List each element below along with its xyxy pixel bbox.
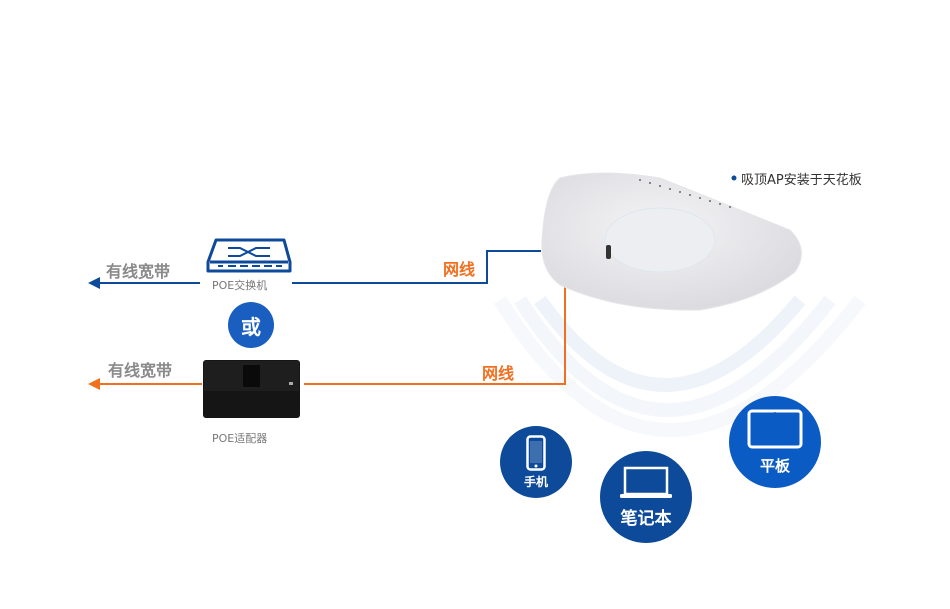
arrow-left-icon xyxy=(88,277,100,289)
or-label: 或 xyxy=(241,314,261,339)
device-tablet: 平板 xyxy=(729,396,821,488)
device-laptop: 笔记本 xyxy=(600,451,692,543)
device-label: 笔记本 xyxy=(620,508,672,529)
device-label: 手机 xyxy=(523,474,548,489)
device-label: 平板 xyxy=(759,456,790,475)
cable-label: 网线 xyxy=(443,260,476,279)
laptop-icon xyxy=(620,466,672,498)
wifi-waves xyxy=(494,295,866,437)
device-phone: 手机 xyxy=(500,426,572,498)
tablet-icon xyxy=(747,409,803,448)
orange-cable xyxy=(88,272,566,390)
or-badge: 或 xyxy=(228,302,274,348)
cable-label: 网线 xyxy=(482,364,515,383)
blue-cable xyxy=(88,250,541,289)
poe-switch-icon xyxy=(206,238,292,273)
ap-note: 吸顶AP安装于天花板 xyxy=(741,173,862,188)
poe-switch-label: POE交换机 xyxy=(212,279,268,292)
broadband-label: 有线宽带 xyxy=(108,361,173,380)
poe-adapter-image xyxy=(203,360,300,418)
poe-adapter-label: POE适配器 xyxy=(212,432,268,445)
phone-icon xyxy=(526,434,546,471)
bullet-icon xyxy=(731,175,737,181)
ceiling-ap-image xyxy=(541,172,802,311)
broadband-label: 有线宽带 xyxy=(106,262,171,281)
arrow-left-icon xyxy=(88,378,100,390)
